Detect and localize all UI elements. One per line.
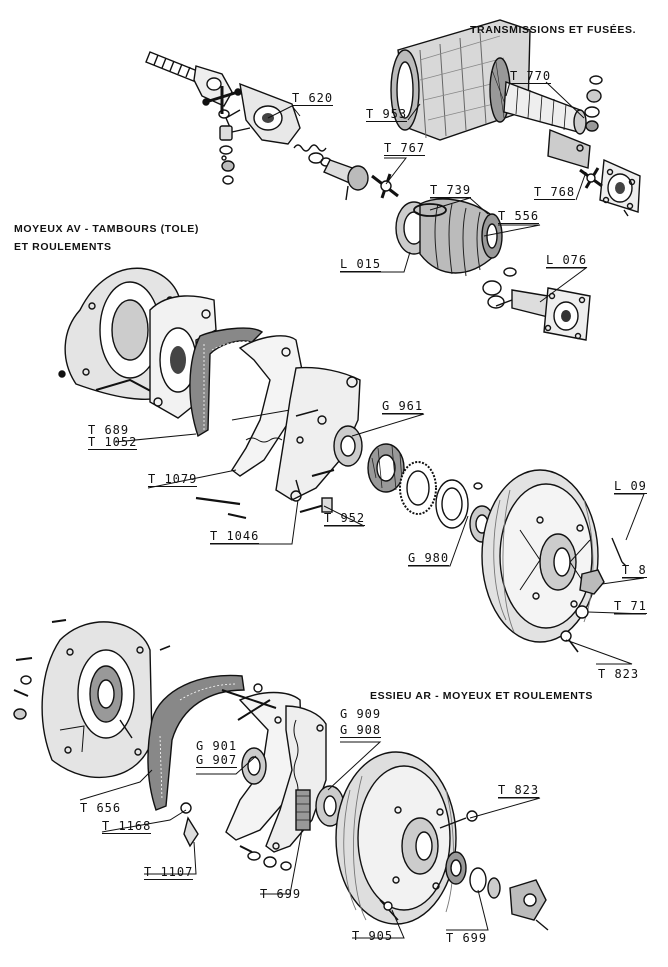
part-label-g907: G 907: [196, 753, 238, 768]
title-moyeux-av-line2: ET ROULEMENTS: [14, 241, 112, 253]
part-label-l076: L 076: [546, 253, 588, 268]
rear-hub-bearings: [239, 747, 345, 871]
part-label-t620: T 620: [292, 91, 334, 106]
part-label-t739: T 739: [430, 183, 472, 198]
part-label-t1046: T 1046: [210, 529, 260, 544]
part-label-g961: G 961: [382, 399, 424, 414]
front-backing-plate-2: [275, 366, 361, 502]
part-label-t8: T 8: [622, 563, 647, 578]
rear-backing-plate: [13, 619, 171, 779]
part-label-t768: T 768: [534, 185, 576, 200]
rear-brake-shoe-lining: [147, 674, 245, 848]
title-essieu-ar: ESSIEU AR - MOYEUX ET ROULEMENTS: [370, 690, 593, 702]
rubber-boot-assembly: [395, 198, 591, 341]
part-label-l09: L 09: [614, 479, 647, 494]
rear-brake-drum: [335, 751, 457, 925]
part-label-l015: L 015: [340, 257, 382, 272]
part-label-t1168: T 1168: [102, 819, 152, 834]
part-label-t952: T 952: [324, 511, 366, 526]
part-label-t699a: T 699: [260, 887, 302, 901]
transmission-housing: [390, 19, 641, 217]
title-moyeux-av-line1: MOYEUX AV - TAMBOURS (TOLE): [14, 223, 199, 235]
part-label-t823a: T 823: [598, 667, 640, 681]
title-transmissions: TRANSMISSIONS ET FUSÉES.: [470, 24, 637, 36]
part-label-t71: T 71: [614, 599, 647, 614]
front-brake-shoe-lining: [189, 327, 264, 438]
part-label-t556: T 556: [498, 209, 540, 224]
part-label-g980: G 980: [408, 551, 450, 566]
part-label-t699b: T 699: [446, 931, 488, 945]
rear-hub-nut-assembly: [439, 810, 549, 931]
part-label-t656: T 656: [80, 801, 122, 815]
leader-lines: [79, 81, 647, 939]
drive-shaft-assembly: [145, 51, 399, 201]
part-label-t1052: T 1052: [88, 435, 138, 450]
part-label-g909: G 909: [340, 707, 382, 721]
part-label-t953: T 953: [366, 107, 408, 122]
rear-carrier-plate: [265, 705, 327, 853]
part-label-g901: G 901: [196, 739, 238, 753]
part-label-t1079: T 1079: [148, 472, 198, 487]
front-brake-drum: [481, 469, 627, 653]
part-label-t767: T 767: [384, 141, 426, 156]
part-label-t689: T 689: [88, 423, 130, 437]
front-brake-shoe-web: [231, 335, 305, 477]
front-carrier-plate: [149, 295, 217, 419]
part-label-t1107: T 1107: [144, 865, 194, 880]
part-label-g908: G 908: [340, 723, 382, 738]
part-label-t905: T 905: [352, 929, 394, 943]
part-label-t823b: T 823: [498, 783, 540, 798]
part-label-t770: T 770: [510, 69, 552, 84]
